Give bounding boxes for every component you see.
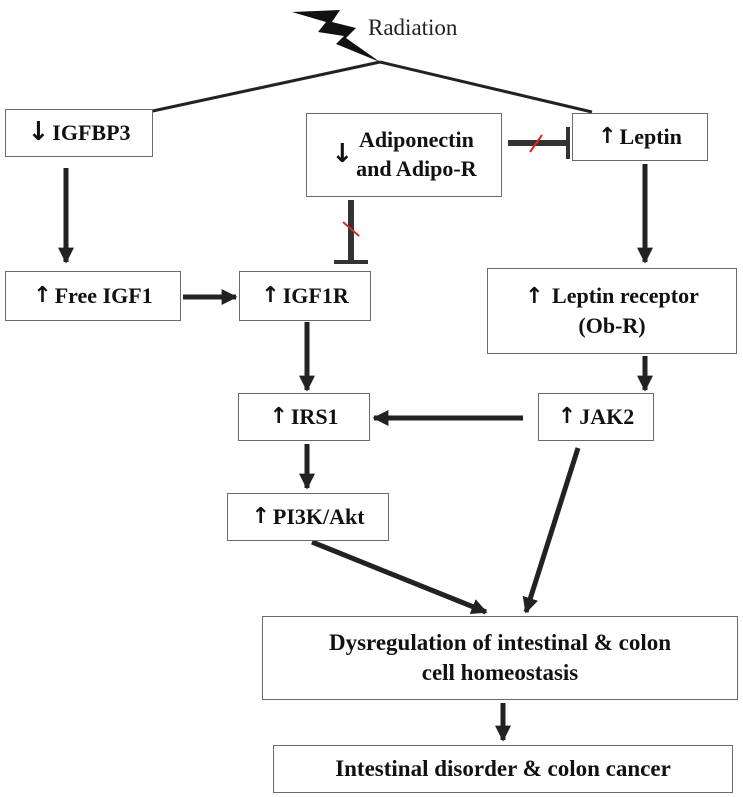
blocked-mark-vertical [342, 221, 360, 237]
node-free-igf1: ↑ Free IGF1 [5, 271, 181, 321]
node-irs1: ↑ IRS1 [238, 393, 370, 441]
node-dysregulation: Dysregulation of intestinal & colon cell… [262, 616, 738, 700]
arrow-jak2-to-dysregulation [522, 447, 581, 614]
node-jak2: ↑ JAK2 [538, 393, 654, 441]
node-leptin: ↑ Leptin [572, 113, 708, 161]
node-dysregulation-line1: Dysregulation of intestinal & colon [328, 630, 672, 656]
node-adiponectin: ↓ Adiponectin and Adipo-R [306, 113, 502, 197]
node-free-igf1-label: Free IGF1 [54, 282, 153, 308]
node-leptin-receptor-line2: (Ob-R) [578, 312, 646, 338]
up-arrow-icon: ↑ [525, 283, 544, 309]
node-jak2-label: JAK2 [579, 403, 635, 429]
down-arrow-icon: ↓ [331, 139, 354, 170]
node-outcome: Intestinal disorder & colon cancer [273, 745, 733, 793]
node-irs1-label: IRS1 [290, 403, 339, 429]
lightning-bolt-icon [292, 10, 380, 62]
up-arrow-icon: ↑ [33, 282, 52, 308]
node-adiponectin-line1: Adiponectin [358, 127, 474, 153]
node-adiponectin-line2: and Adipo-R [356, 156, 477, 181]
up-arrow-icon: ↑ [269, 403, 288, 429]
radiation-label: Radiation [368, 15, 458, 40]
node-igf1r-label: IGF1R [282, 282, 349, 308]
arrow-pi3k-to-dysregulation [311, 539, 488, 615]
node-leptin-receptor: ↑ Leptin receptor (Ob-R) [487, 268, 737, 354]
node-igfbp3: ↓ IGFBP3 [5, 109, 153, 157]
up-arrow-icon: ↑ [261, 282, 280, 308]
up-arrow-icon: ↑ [598, 123, 617, 149]
up-arrow-icon: ↑ [557, 403, 577, 429]
node-dysregulation-line2: cell homeostasis [421, 660, 579, 685]
node-igfbp3-label: IGFBP3 [52, 119, 131, 145]
node-outcome-label: Intestinal disorder & colon cancer [335, 756, 671, 782]
up-arrow-icon: ↑ [251, 503, 270, 529]
node-pi3k-akt: ↑ PI3K/Akt [227, 493, 389, 541]
node-leptin-label: Leptin [619, 123, 682, 149]
blocked-mark-horizontal [529, 134, 543, 153]
node-pi3k-akt-label: PI3K/Akt [272, 503, 365, 529]
down-arrow-icon: ↓ [27, 117, 50, 148]
radiation-to-igfbp3-line [147, 60, 381, 114]
node-igf1r: ↑ IGF1R [239, 271, 371, 321]
radiation-to-leptin-line [379, 60, 593, 114]
node-leptin-receptor-line1: Leptin receptor [552, 282, 699, 308]
